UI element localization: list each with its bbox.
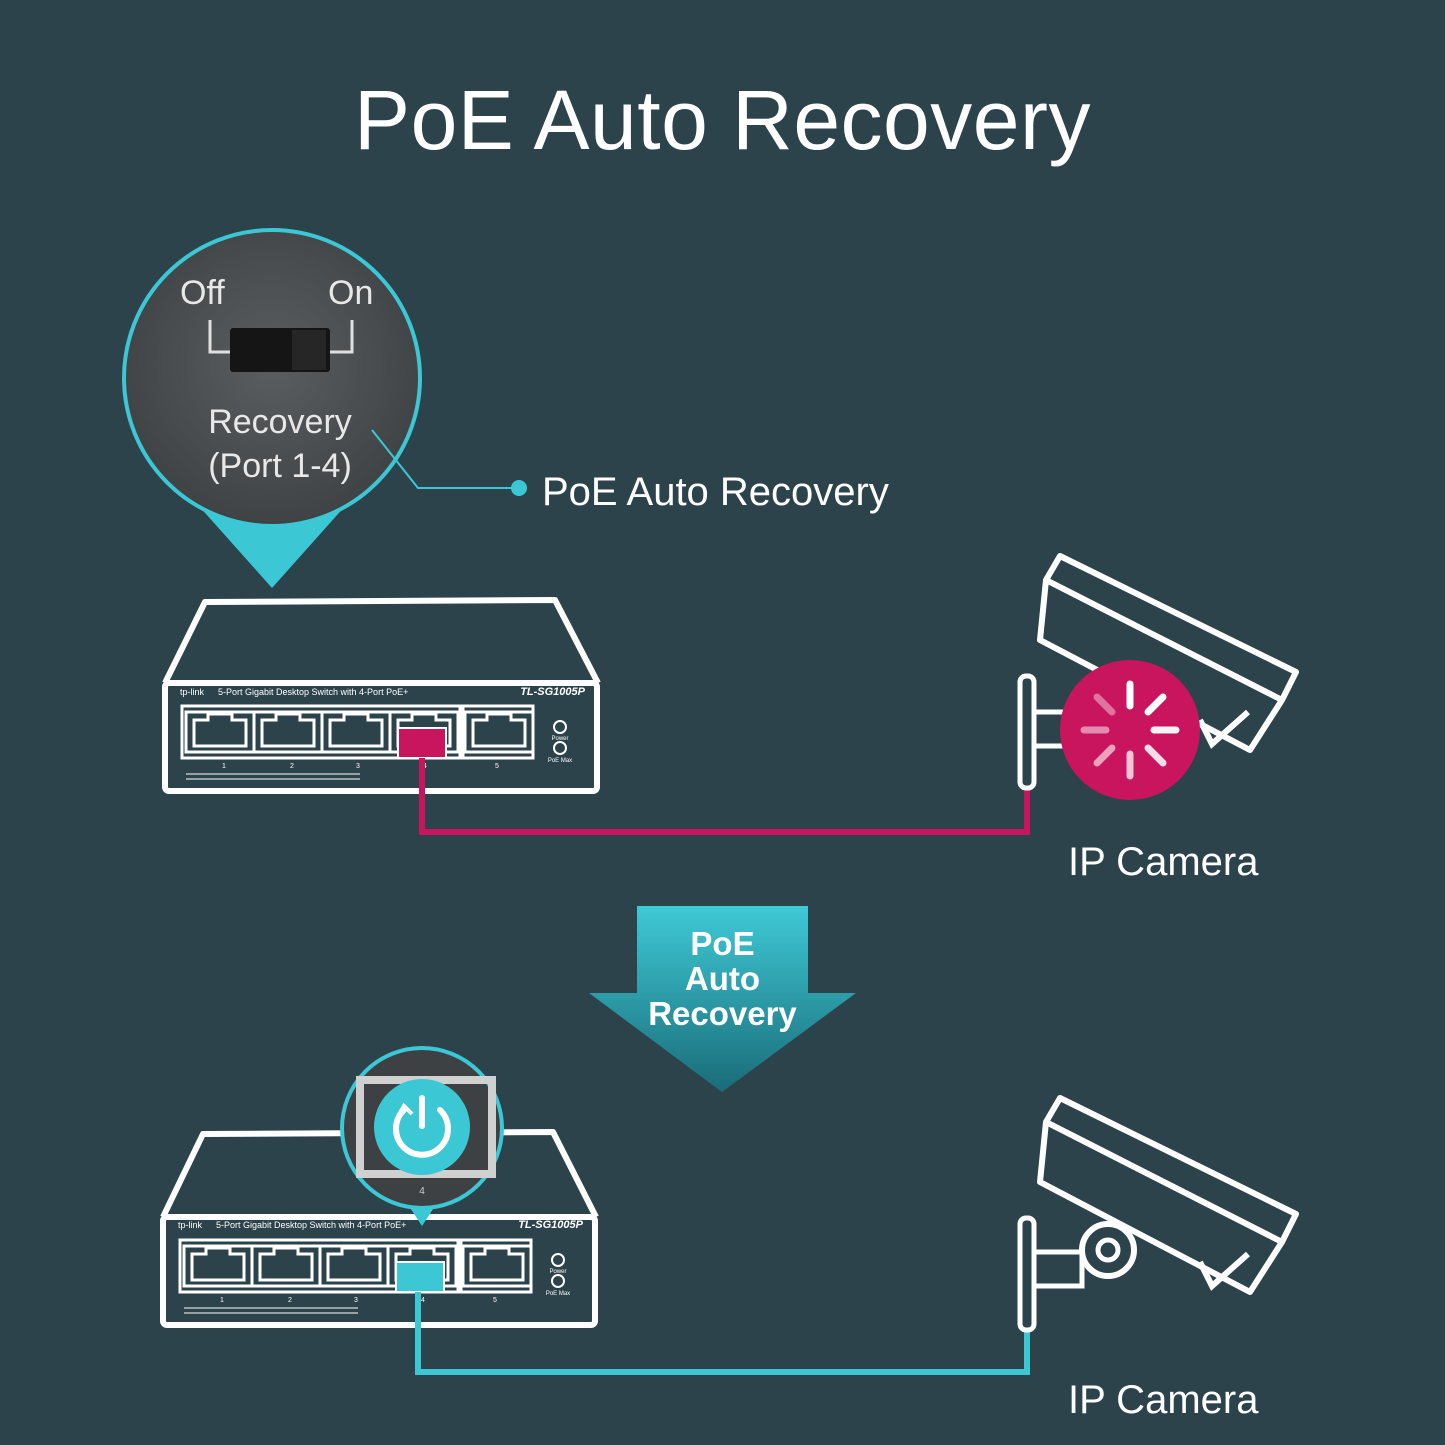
page-title: PoE Auto Recovery — [354, 73, 1091, 167]
recovered-port-highlight — [395, 1261, 445, 1293]
svg-text:4: 4 — [421, 1297, 425, 1304]
svg-text:3: 3 — [354, 1297, 358, 1304]
faulty-port-highlight — [397, 727, 447, 759]
svg-text:5-Port Gigabit Desktop Switch: 5-Port Gigabit Desktop Switch with 4-Por… — [216, 1220, 406, 1230]
recovery-switch-closeup — [122, 228, 527, 588]
svg-text:1: 1 — [222, 763, 226, 770]
svg-text:TL-SG1005P: TL-SG1005P — [518, 1219, 583, 1231]
pointer-triangle — [198, 505, 346, 588]
arrow-label-line: Auto — [684, 960, 761, 997]
camera-lens — [1079, 1221, 1137, 1279]
svg-text:2: 2 — [288, 1297, 292, 1304]
arrow-label-line: PoE — [690, 925, 755, 962]
recovered-cable — [415, 1292, 1030, 1375]
svg-text:4: 4 — [419, 1186, 425, 1197]
switch-desc-text: 5-Port Gigabit Desktop Switch with 4-Por… — [218, 687, 408, 697]
svg-text:5: 5 — [493, 1297, 497, 1304]
callout-label: PoE Auto Recovery — [542, 470, 889, 514]
ip-camera-label-top: IP Camera — [1068, 840, 1259, 884]
fault-cable — [419, 758, 1030, 835]
recovery-label-line2: (Port 1-4) — [208, 447, 352, 485]
ip-camera-bottom — [1017, 1095, 1299, 1333]
arrow-label: PoE Auto Recovery — [600, 926, 845, 1031]
svg-text:Power: Power — [551, 736, 568, 742]
closeup-circle — [122, 228, 422, 528]
recovery-label-line1: Recovery — [208, 403, 352, 441]
svg-text:4: 4 — [423, 763, 427, 770]
on-label: On — [328, 274, 374, 312]
recovery-ports-label: Recovery (Port 1-4) — [150, 400, 410, 488]
svg-text:2: 2 — [290, 763, 294, 770]
svg-text:5: 5 — [495, 763, 499, 770]
svg-text:PoE Max: PoE Max — [548, 758, 572, 764]
svg-text:1: 1 — [220, 1297, 224, 1304]
arrow-label-line: Recovery — [648, 995, 797, 1032]
ip-camera-top — [1017, 553, 1299, 800]
callout-line — [371, 429, 518, 489]
poe-switch-top: tp-link 5-Port Gigabit Desktop Switch wi… — [162, 597, 601, 794]
port-3 — [320, 710, 392, 754]
ip-camera-label-bottom: IP Camera — [1068, 1378, 1259, 1422]
power-led — [553, 720, 567, 734]
recovery-arrow — [589, 906, 856, 1092]
switch-brand-text: tp-link — [180, 687, 205, 697]
port-1 — [184, 710, 256, 754]
svg-text:tp-link: tp-link — [178, 1220, 203, 1230]
port-2 — [252, 710, 324, 754]
svg-text:Power: Power — [549, 1269, 566, 1275]
svg-text:PoE Max: PoE Max — [546, 1291, 570, 1297]
switch-model-text: TL-SG1005P — [520, 686, 585, 698]
off-label: Off — [180, 274, 225, 312]
callout-dot — [511, 480, 527, 496]
svg-text:3: 3 — [356, 763, 360, 770]
poe-max-led — [553, 741, 567, 755]
poe-switch-bottom: tp-link 5-Port Gigabit Desktop Switch wi… — [160, 1046, 599, 1328]
port-5 — [463, 710, 535, 754]
